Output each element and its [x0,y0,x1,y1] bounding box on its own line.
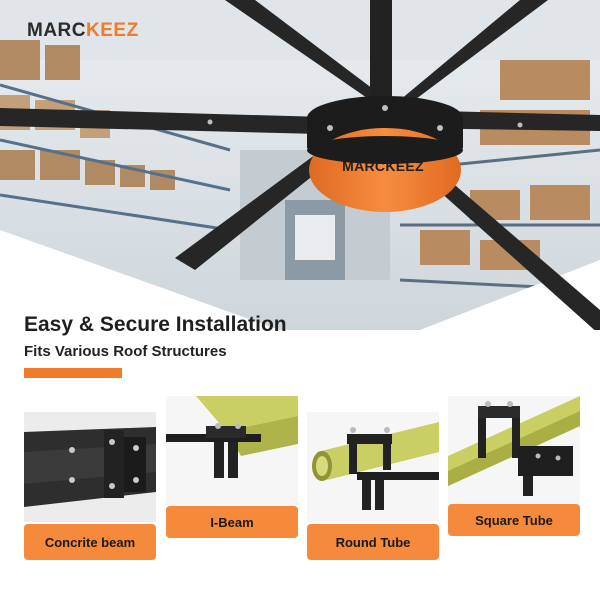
mount-label: Concrite beam [24,524,156,560]
i-beam-clamp-icon [166,396,298,506]
mount-card-round-tube: Round Tube [307,412,439,560]
round-tube-clamp-icon [307,412,439,522]
mount-card-i-beam: I-Beam [166,396,298,538]
hero-image: MARCKEEZ MARCKEEZ [0,0,600,330]
page-title: Easy & Secure Installation [24,313,287,336]
hub-brand-label: MARCKEEZ [342,158,424,174]
mount-label: Square Tube [448,504,580,536]
mount-label: I-Beam [166,506,298,538]
accent-divider [24,368,122,378]
concrete-beam-bracket-icon [24,412,156,522]
mount-label: Round Tube [307,524,439,560]
page-subtitle: Fits Various Roof Structures [24,343,227,360]
mount-card-square-tube: Square Tube [448,396,580,536]
square-tube-clamp-icon [448,396,580,506]
brand-logo: MARCKEEZ [27,20,139,41]
warehouse-fan-illustration [0,0,600,330]
mount-card-concrete-beam: Concrite beam [24,412,156,560]
